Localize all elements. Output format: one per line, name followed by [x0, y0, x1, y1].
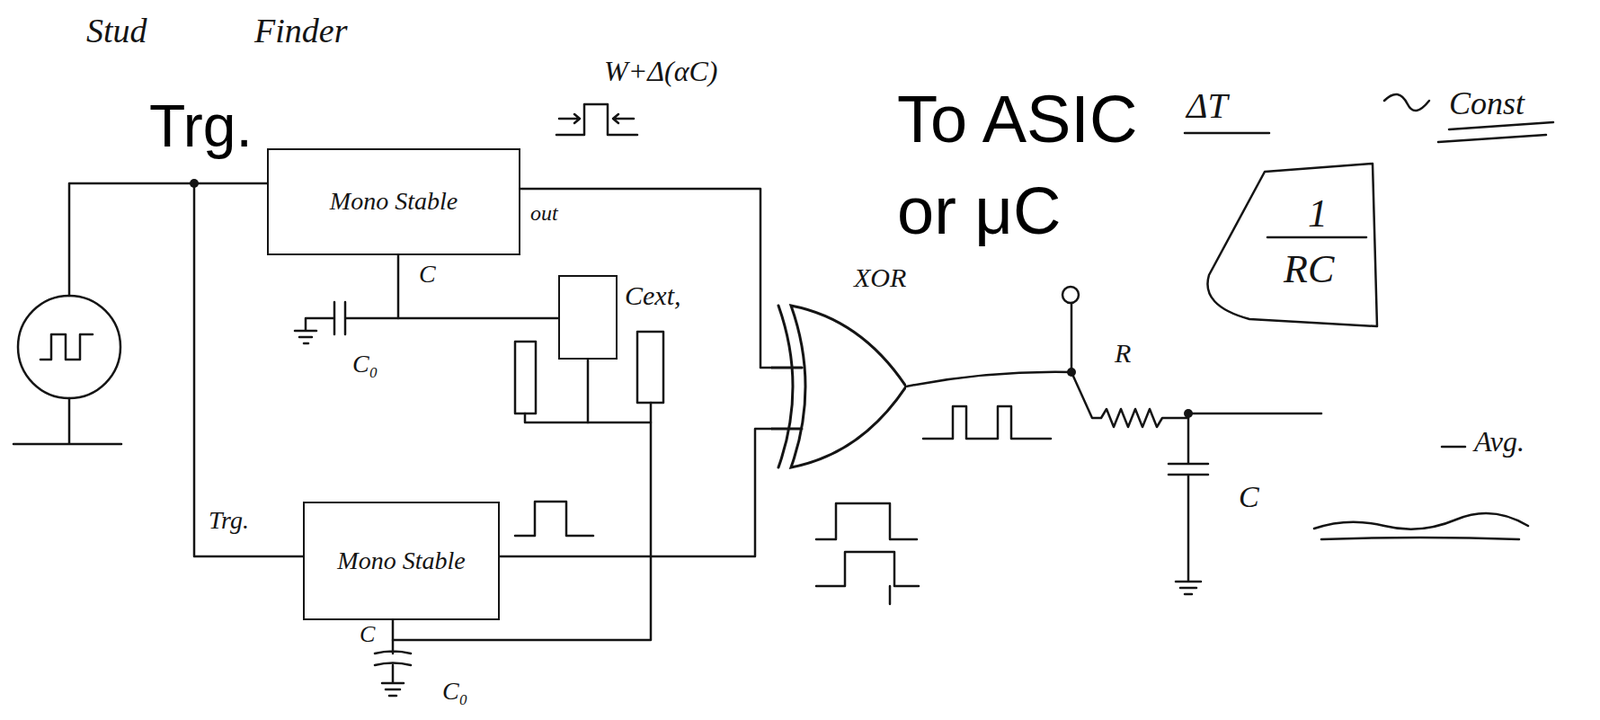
- pulse-waveform: [556, 104, 638, 135]
- pulse-waveform: [515, 501, 594, 536]
- sensor-plate: [515, 341, 536, 414]
- capacitor-symbol: [1168, 413, 1209, 595]
- sensor-plate: [637, 331, 664, 403]
- box-label: Mono Stable: [337, 547, 465, 576]
- xor-gate-outline: [771, 305, 907, 468]
- resistor-label: R: [1114, 337, 1131, 368]
- trigger-label: Trg.: [149, 93, 253, 160]
- square-wave: [40, 334, 93, 360]
- formula-term: 1: [1307, 192, 1328, 236]
- pulse-waveform: [923, 406, 1051, 439]
- capacitor-label: C₀: [352, 350, 378, 379]
- capacitor-symbol: [294, 302, 399, 344]
- monostable-box: Mono Stable: [302, 501, 500, 621]
- wavy-line: [1314, 513, 1529, 540]
- junction-dot: [189, 178, 199, 188]
- bracket-outline: [1207, 163, 1378, 327]
- output-note: To ASIC or μC: [897, 73, 1194, 258]
- gate-label: XOR: [853, 262, 907, 293]
- signal-wire: [499, 428, 772, 557]
- signal-source: [17, 295, 121, 399]
- fraction-bar: [1267, 236, 1367, 240]
- xor-gate: XOR: [771, 260, 943, 477]
- xor-gate-symbol: [771, 260, 907, 477]
- pin-label: C: [418, 260, 436, 289]
- pulse-width-note: W+Δ(αC): [604, 55, 718, 88]
- pin-label: C: [359, 622, 375, 649]
- output-wire: [906, 303, 1072, 387]
- underline: [1438, 122, 1554, 143]
- proportional-sign: [1384, 94, 1430, 111]
- underline: [1184, 132, 1270, 135]
- signal-wire: [398, 255, 559, 319]
- formula-term: ΔT: [1186, 86, 1228, 126]
- resistor-symbol: [1071, 372, 1322, 427]
- trigger-wire: [13, 183, 303, 557]
- formula-term: Const: [1448, 86, 1525, 123]
- sensor-electrode: Cext,: [558, 275, 618, 360]
- formula-term: RC: [1283, 248, 1334, 292]
- box-label: Mono Stable: [329, 187, 458, 216]
- electrode-label: Cext,: [624, 280, 681, 311]
- trigger-label: Trg.: [208, 506, 249, 535]
- signal-wire: [520, 188, 772, 368]
- dash-mark: [1441, 445, 1466, 449]
- capacitor-symbol: [374, 640, 411, 696]
- capacitor-label: C₀: [442, 677, 468, 706]
- pulse-waveform: [816, 503, 919, 605]
- sketch-title: Stud Finder: [86, 12, 347, 51]
- monostable-box: Mono Stable: [266, 148, 521, 256]
- pin-label: out: [530, 201, 559, 225]
- capacitor-label: C: [1238, 480, 1260, 514]
- test-point: [1062, 286, 1079, 303]
- average-label: Avg.: [1474, 426, 1525, 458]
